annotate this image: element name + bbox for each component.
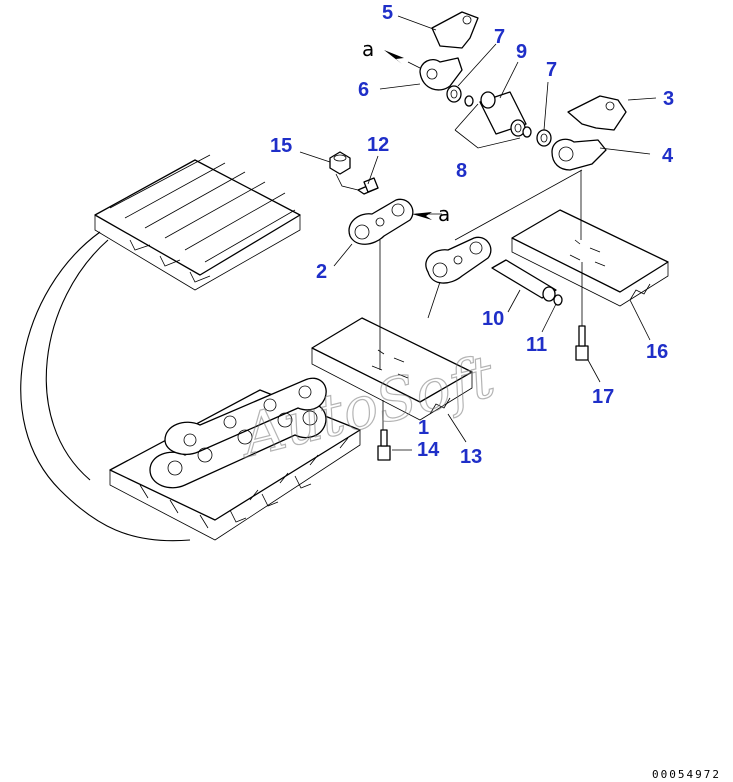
part-6-link-half bbox=[419, 57, 463, 91]
part-11-spacer bbox=[553, 294, 563, 306]
callout-5: 5 bbox=[382, 2, 393, 24]
part-10-pin bbox=[491, 259, 557, 302]
callout-17: 17 bbox=[592, 386, 614, 408]
callout-3: 3 bbox=[663, 88, 674, 110]
reference-marker-middle: a bbox=[412, 202, 450, 226]
track-link-chain bbox=[149, 377, 327, 489]
drawing-number: 00054972 bbox=[652, 768, 721, 781]
reference-letter-top: a bbox=[362, 37, 374, 61]
callout-6: 6 bbox=[358, 79, 369, 101]
part-5-link-half bbox=[431, 11, 479, 49]
reference-marker-top: a bbox=[362, 37, 404, 64]
callout-1: 1 bbox=[418, 417, 429, 439]
callout-labels: 1 2 3 4 5 6 7 7 8 9 10 11 12 13 14 15 16… bbox=[270, 2, 674, 468]
exploded-parts bbox=[311, 11, 669, 461]
part-9-bushing bbox=[479, 91, 527, 137]
callout-11: 11 bbox=[526, 334, 547, 356]
part-17-shoe-bolt bbox=[575, 325, 589, 361]
callout-2: 2 bbox=[316, 261, 327, 283]
callout-16: 16 bbox=[646, 341, 668, 363]
part-13-track-shoe bbox=[311, 317, 473, 421]
callout-15: 15 bbox=[270, 135, 292, 157]
part-2-link bbox=[348, 198, 414, 245]
leader-lines bbox=[299, 15, 657, 451]
upper-track-shoes bbox=[94, 154, 301, 291]
part-3-link-half bbox=[567, 95, 627, 131]
callout-9: 9 bbox=[516, 41, 527, 63]
callout-14: 14 bbox=[417, 439, 440, 461]
part-4-link-half bbox=[551, 138, 607, 171]
part-14-shoe-bolt bbox=[377, 429, 391, 461]
part-7-seal-upper bbox=[446, 85, 462, 103]
callout-13: 13 bbox=[460, 446, 482, 468]
callout-7-lower: 7 bbox=[546, 59, 557, 81]
callout-12: 12 bbox=[367, 134, 389, 156]
track-assembly-illustration bbox=[20, 154, 361, 542]
part-15-nut bbox=[329, 151, 351, 175]
part-16-track-shoe bbox=[511, 209, 669, 307]
callout-10: 10 bbox=[482, 308, 504, 330]
callout-7-upper: 7 bbox=[494, 26, 505, 48]
part-1-link bbox=[425, 236, 492, 284]
callout-4: 4 bbox=[662, 145, 674, 167]
part-7-seal-lower bbox=[536, 129, 552, 147]
callout-8: 8 bbox=[456, 160, 467, 182]
reference-letter-middle: a bbox=[438, 202, 450, 226]
part-12-bolt bbox=[357, 177, 379, 195]
